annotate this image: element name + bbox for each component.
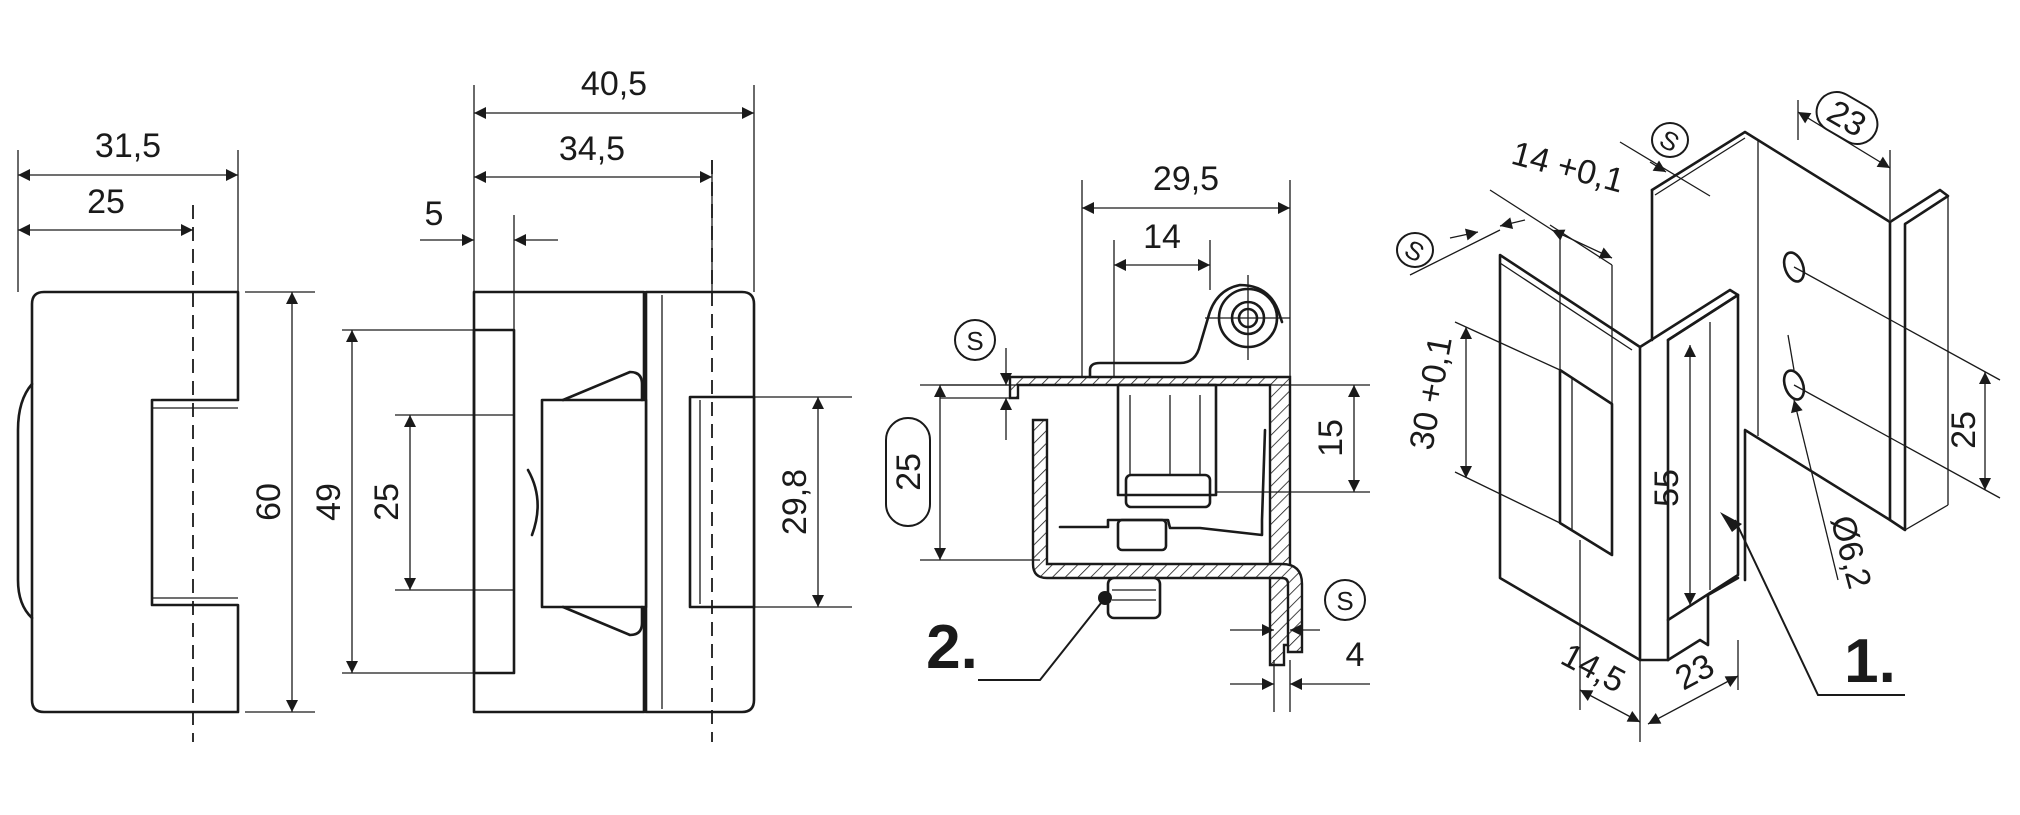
- iso-slot: [1558, 368, 1614, 557]
- iso-main-plate: [1498, 253, 1642, 662]
- view-isometric: 1. 23 S 14 +0,1 S 30 +0,1 55 25: [1396, 91, 2001, 742]
- iso-back-face: [1650, 130, 1892, 582]
- section-latch-lower: [1124, 473, 1212, 509]
- callout-2: 2.: [926, 613, 978, 682]
- dim-iso-flange-top: 23: [1821, 93, 1873, 145]
- dim-section-offset-side: 4: [1346, 636, 1365, 674]
- dim-iso-hole-spacing: 25: [1945, 411, 1983, 449]
- section-bracket-profile: [1031, 418, 1304, 654]
- dim-iso-slot-width: 14 +0,1: [1508, 134, 1628, 200]
- view-section: 2. 29,5 14 S 25 15 S 4: [885, 160, 1370, 712]
- view-left-side: 31,5 25 60: [16, 127, 315, 742]
- front-latch-bottom: [561, 605, 644, 637]
- view-front: 40,5 34,5 5 49 25 29,8: [310, 65, 852, 742]
- iso-hole-lower: [1782, 369, 1806, 401]
- front-spring: [526, 468, 539, 537]
- callout-1: 1.: [1844, 627, 1896, 696]
- left-view-outline: [30, 290, 240, 714]
- dim-front-width-body: 34,5: [559, 130, 625, 168]
- dim-left-width-outer: 31,5: [95, 127, 161, 165]
- dim-section-width-mid: 14: [1143, 218, 1181, 256]
- dim-front-height-latch: 29,8: [776, 469, 814, 535]
- dim-iso-height: 55: [1648, 469, 1686, 507]
- dim-front-height-slot: 25: [368, 483, 406, 521]
- dim-iso-hole-dia: Ø6,2: [1823, 512, 1879, 593]
- dim-front-width-total: 40,5: [581, 65, 647, 103]
- front-latch-top: [561, 370, 644, 402]
- iso-channel-plate: [1666, 293, 1740, 622]
- front-latch-bolt: [540, 398, 648, 609]
- dim-section-width-total: 29,5: [1153, 160, 1219, 198]
- iso-back-flange: [1888, 188, 1950, 532]
- iso-hole-upper: [1782, 251, 1806, 283]
- dim-section-thickness-side: S: [1336, 586, 1353, 616]
- dim-iso-bottom-offset: 14,5: [1555, 636, 1631, 701]
- section-pivot-housing: [1088, 283, 1284, 379]
- dim-iso-slot-height: 30 +0,1: [1403, 333, 1460, 452]
- section-adjust-screw: [1106, 576, 1162, 620]
- front-latch-slot: [688, 395, 756, 609]
- dim-front-height-plate: 49: [310, 483, 348, 521]
- section-latch-block: [1116, 383, 1218, 497]
- dim-section-height-block: 15: [1312, 419, 1350, 457]
- dim-section-gap: 25: [890, 453, 928, 491]
- dim-section-thickness-top: S: [966, 326, 983, 356]
- front-plate-inner: [472, 328, 516, 675]
- section-screw-head: [1116, 518, 1168, 552]
- dim-front-offset: 5: [425, 195, 444, 233]
- dim-left-width-inner: 25: [87, 183, 125, 221]
- left-view-bulge: [16, 382, 34, 620]
- dim-left-height: 60: [250, 483, 288, 521]
- section-lever: [1058, 428, 1267, 537]
